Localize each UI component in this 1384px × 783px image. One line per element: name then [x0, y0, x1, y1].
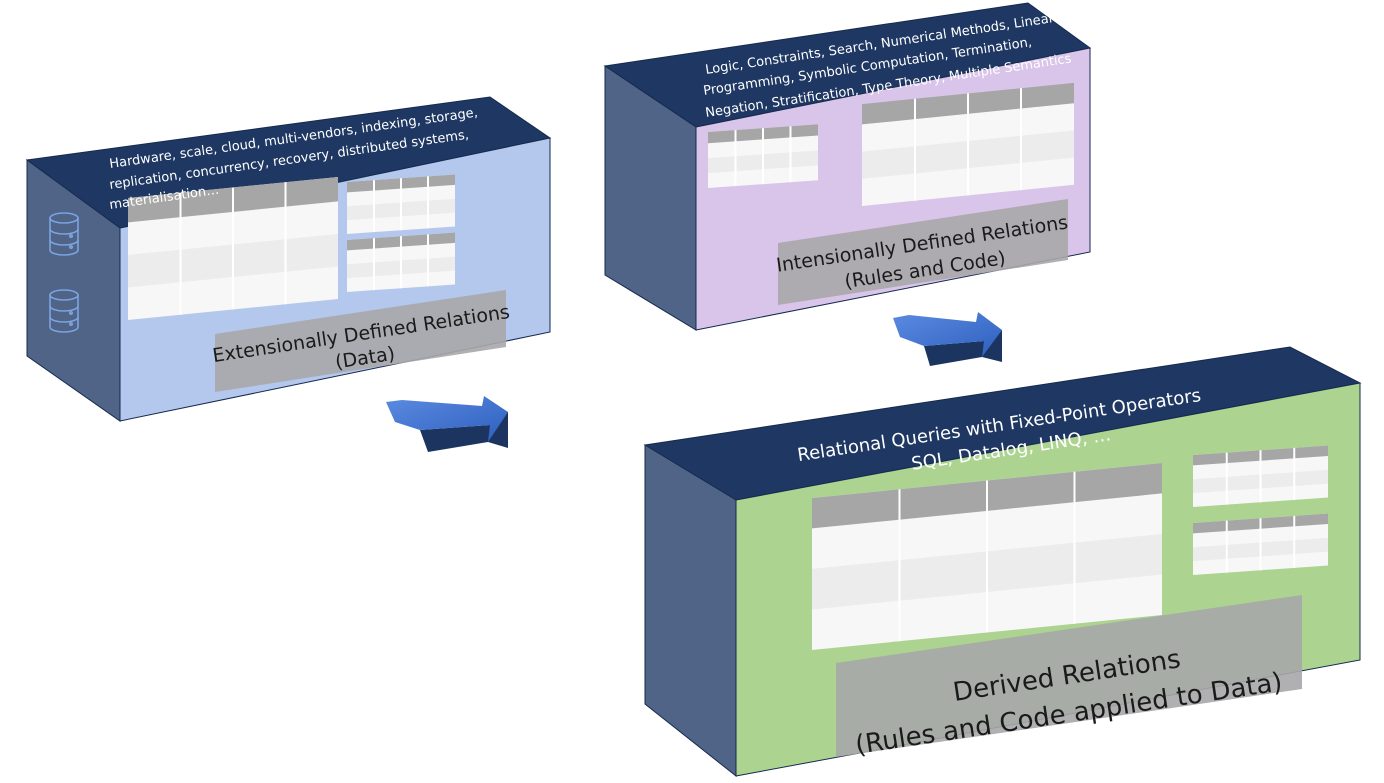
derived-box-side-face [644, 444, 737, 778]
database-icon [49, 212, 79, 256]
rules-label-box [778, 199, 1068, 305]
table-graphic [1193, 513, 1328, 575]
arrow-icon [386, 396, 508, 452]
table-graphic [128, 177, 338, 320]
table-graphic [862, 82, 1074, 206]
table-graphic [708, 124, 818, 188]
arrow-icon [893, 312, 1002, 366]
rules-relations-block: Intensionally Defined Relations (Rules a… [603, 2, 1092, 331]
database-icon [49, 289, 79, 333]
data-relations-block: Extensionally Defined Relations (Data) H… [25, 96, 552, 422]
table-graphic [812, 463, 1162, 650]
table-graphic [1193, 445, 1328, 507]
derived-label-box [836, 595, 1302, 757]
data-label-box [215, 290, 506, 392]
table-graphic [347, 174, 455, 234]
derived-relations-block: Derived Relations (Rules and Code applie… [643, 346, 1362, 778]
table-graphic [347, 232, 455, 292]
